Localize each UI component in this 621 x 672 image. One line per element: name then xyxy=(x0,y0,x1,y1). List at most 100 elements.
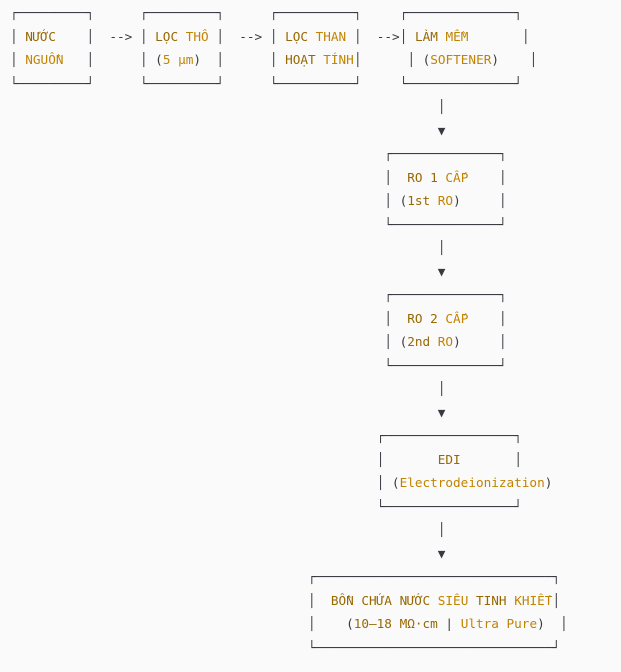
diagram-line-3: │ NGUỒN │ │ (5 μm) │ │ HOẠT TÍNH│ │ (SOF… xyxy=(10,48,621,72)
diagram-structure: │ xyxy=(521,28,530,44)
diagram-label: CẤP xyxy=(445,310,469,326)
spacer xyxy=(63,52,86,67)
diagram-line-12: ▼ xyxy=(10,260,621,284)
spacer xyxy=(10,264,438,279)
diagram-structure: │ ( xyxy=(384,193,408,208)
spacer xyxy=(94,5,140,20)
spacer xyxy=(10,569,308,584)
diagram-structure: │ xyxy=(437,522,446,537)
diagram-structure: ┌──────────────┐ xyxy=(399,5,522,20)
spacer xyxy=(10,217,384,232)
diagram-line-13: ┌──────────────┐ xyxy=(10,283,621,307)
diagram-label: RO 1 xyxy=(407,169,438,185)
diagram-structure: │ xyxy=(384,169,392,185)
spacer xyxy=(392,170,407,185)
spacer xyxy=(361,5,399,20)
spacer xyxy=(430,193,438,208)
spacer xyxy=(461,452,514,467)
diagram-label: KHIẾT xyxy=(514,592,553,608)
spacer xyxy=(461,334,499,349)
diagram-structure: │ ( xyxy=(407,52,431,67)
spacer xyxy=(10,616,308,631)
diagram-line-4: └─────────┘ └─────────┘ └──────────┘ └──… xyxy=(10,72,621,96)
diagram-label: THÔ xyxy=(185,28,209,44)
diagram-structure: ) xyxy=(453,193,461,208)
spacer xyxy=(224,29,239,44)
diagram-line-6: ▼ xyxy=(10,119,621,143)
spacer xyxy=(10,123,438,138)
diagram-structure: ┌──────────────┐ xyxy=(384,287,507,302)
spacer xyxy=(361,29,376,44)
diagram-structure: ) xyxy=(537,616,545,631)
diagram-label: SIÊU xyxy=(437,592,476,608)
diagram-line-20: │ EDI │ xyxy=(10,448,621,472)
diagram-line-26: │ BỒN CHỨA NƯỚC SIÊU TINH KHIẾT│ xyxy=(10,589,621,613)
diagram-label: Electrodeionization xyxy=(399,475,545,490)
diagram-line-27: │ (10–18 MΩ·cm | Ultra Pure) │ xyxy=(10,612,621,636)
diagram-structure: │ xyxy=(307,616,316,631)
spacer xyxy=(10,170,384,185)
spacer xyxy=(384,452,437,467)
spacer xyxy=(94,29,109,44)
diagram-structure: └───────────────────────────────┘ xyxy=(307,639,560,655)
spacer xyxy=(499,52,530,67)
diagram-structure: --> xyxy=(109,28,133,44)
diagram-structure: │ xyxy=(376,451,385,467)
spacer xyxy=(468,29,521,44)
diagram-label: LỌC xyxy=(155,28,179,44)
spacer xyxy=(10,334,384,349)
spacer xyxy=(346,29,354,44)
diagram-label: RO xyxy=(437,193,454,208)
spacer xyxy=(392,311,407,326)
diagram-label: 1st xyxy=(407,193,431,208)
diagram-structure: │ xyxy=(514,451,522,467)
spacer xyxy=(10,381,438,396)
diagram-line-17: │ xyxy=(10,377,621,401)
diagram-line-19: ┌─────────────────┐ xyxy=(10,424,621,448)
diagram-structure: │ xyxy=(307,592,316,608)
diagram-label: CẤP xyxy=(445,169,469,185)
diagram-structure: └──────────────┘ xyxy=(384,357,507,373)
diagram-structure: │ xyxy=(353,52,362,67)
diagram-label: Ultra Pure xyxy=(460,616,538,631)
spacer xyxy=(56,29,87,44)
diagram-structure: │ xyxy=(216,52,224,67)
diagram-structure: │ ( xyxy=(384,334,408,349)
diagram-label: RO 2 xyxy=(407,310,438,326)
diagram-label: RO xyxy=(437,334,454,349)
spacer xyxy=(316,616,347,631)
diagram-structure: ) xyxy=(453,334,461,349)
spacer xyxy=(178,29,186,44)
diagram-line-18: ▼ xyxy=(10,401,621,425)
spacer xyxy=(10,475,377,490)
diagram-structure: │ xyxy=(498,334,507,349)
diagram-structure: --> xyxy=(376,28,400,44)
diagram-label: NGUỒN xyxy=(25,52,64,67)
spacer xyxy=(10,640,308,655)
spacer xyxy=(10,593,308,608)
spacer xyxy=(438,29,446,44)
diagram-line-5: │ xyxy=(10,95,621,119)
spacer xyxy=(545,616,560,631)
diagram-structure: │ ( xyxy=(139,52,163,67)
diagram-structure: │ xyxy=(437,381,446,396)
diagram-structure: ┌─────────┐ xyxy=(10,5,95,20)
diagram-label: TÍNH xyxy=(323,52,354,67)
diagram-structure: ) xyxy=(544,475,553,490)
spacer xyxy=(361,76,399,91)
diagram-structure: │ xyxy=(498,169,507,185)
spacer xyxy=(10,193,384,208)
diagram-structure: ▼ xyxy=(437,404,446,420)
diagram-line-8: │ RO 1 CẤP │ xyxy=(10,166,621,190)
diagram-structure: └──────────────┘ xyxy=(384,216,507,232)
diagram-line-2: │ NƯỚC │ --> │ LỌC THÔ │ --> │ LỌC THAN … xyxy=(10,25,621,49)
spacer xyxy=(10,546,438,561)
diagram-line-7: ┌──────────────┐ xyxy=(10,142,621,166)
diagram-line-23: │ xyxy=(10,518,621,542)
diagram-structure: │ xyxy=(437,240,446,255)
diagram-structure: │ xyxy=(353,28,362,44)
spacer xyxy=(132,29,140,44)
spacer xyxy=(361,52,407,67)
diagram-label: MỀM xyxy=(445,28,469,44)
